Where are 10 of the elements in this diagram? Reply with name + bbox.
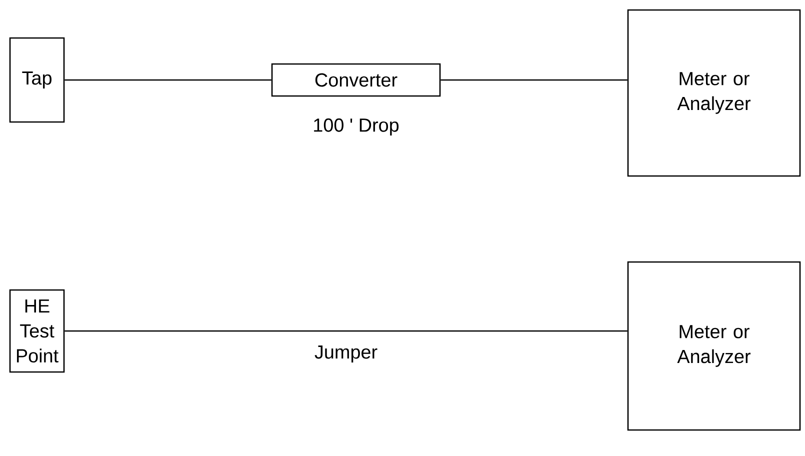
box: Meter or Analyzer: [627, 9, 801, 177]
box: Tap: [9, 37, 65, 123]
box: Meter or Analyzer: [627, 261, 801, 431]
line: [440, 79, 628, 81]
cable-label: 100 ' Drop: [314, 118, 399, 136]
line: [64, 79, 272, 81]
box: HE Test Point: [9, 289, 65, 373]
edge-label: Jumper: [314, 346, 378, 362]
box: Converter: [271, 63, 441, 97]
line: [64, 330, 628, 332]
